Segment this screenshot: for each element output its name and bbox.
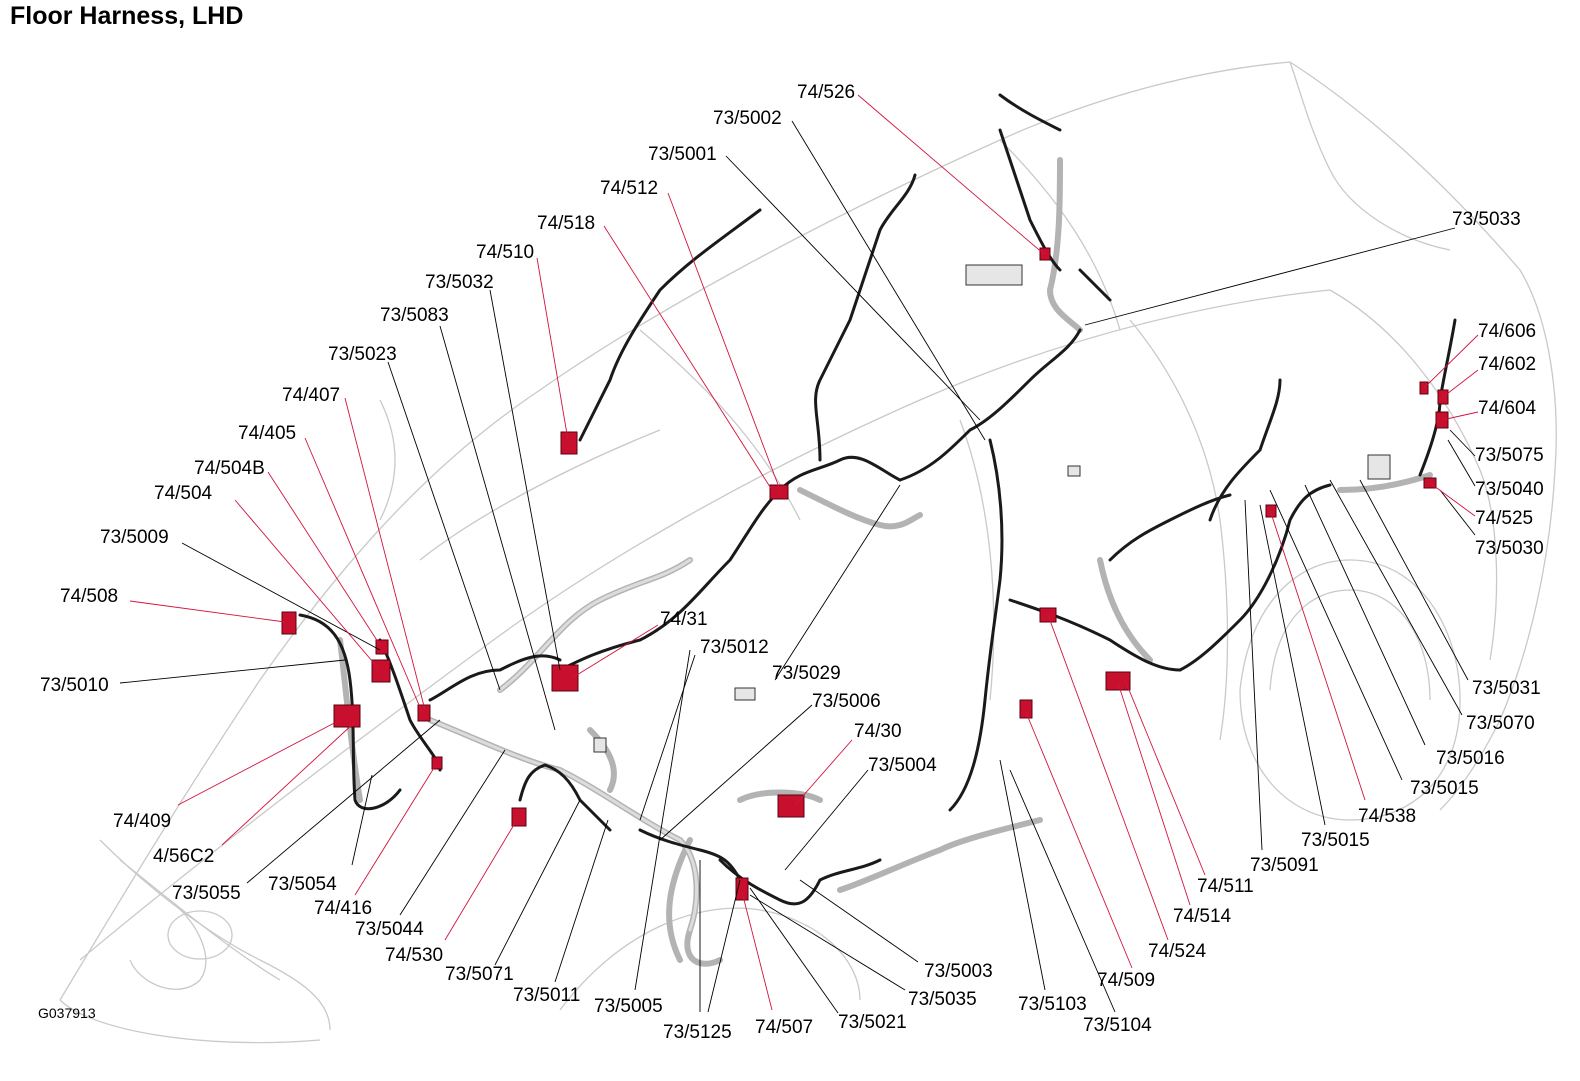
label-74-504b: 74/504B [194,458,265,479]
label-73-5030: 73/5030 [1475,538,1544,559]
label-74-538: 74/538 [1358,806,1416,827]
label-73-5015b: 73/5015 [1301,830,1370,851]
label-74-510: 74/510 [476,242,534,263]
label-73-5071: 73/5071 [445,964,514,985]
label-74-416: 74/416 [314,898,372,919]
leader-lines-red [129,94,1479,1011]
label-74-525: 74/525 [1475,508,1533,529]
label-73-5035: 73/5035 [908,989,977,1010]
connector-74-530 [511,807,527,827]
connector-74-524 [1105,671,1131,691]
harness-wires [298,93,1457,906]
connector-labels: 74/526 73/5002 73/5001 74/512 74/518 74/… [40,82,1544,1043]
label-74-507: 74/507 [755,1017,813,1038]
label-73-5091: 73/5091 [1250,855,1319,876]
connector-block-right [1367,454,1391,480]
label-74-604: 74/604 [1478,398,1537,419]
label-74-405: 74/405 [238,423,296,444]
figure-id: G037913 [38,1005,96,1021]
label-74-504: 74/504 [154,483,213,504]
label-4-56c2: 4/56C2 [153,846,214,867]
connector-74-508 [281,611,297,635]
label-73-5044: 73/5044 [355,919,424,940]
connector-74-409 [333,704,361,728]
label-74-602: 74/602 [1478,354,1536,375]
connector-74-526 [1039,247,1051,261]
label-73-5125: 73/5125 [663,1022,732,1043]
connectors [281,247,1449,901]
label-73-5011: 73/5011 [513,985,580,1006]
label-73-5040: 73/5040 [1475,479,1544,500]
label-74-508: 74/508 [60,586,118,607]
label-74-30: 74/30 [854,721,902,742]
connector-74-518 [769,484,789,500]
label-73-5103: 73/5103 [1018,994,1087,1015]
connector-74-509 [1019,699,1033,719]
connector-74-538 [1265,504,1277,518]
label-73-5012: 73/5012 [700,637,769,658]
label-74-530: 74/530 [385,945,443,966]
connector-74-31 [551,664,579,692]
label-74-509: 74/509 [1097,970,1155,991]
label-73-5004: 73/5004 [868,755,937,776]
label-74-511: 74/511 [1197,876,1254,897]
label-74-524: 74/524 [1148,941,1207,962]
label-74-606: 74/606 [1478,321,1536,342]
label-73-5029: 73/5029 [772,663,841,684]
label-73-5009: 73/5009 [100,527,169,548]
label-73-5055: 73/5055 [172,883,241,904]
label-74-514: 74/514 [1173,906,1232,927]
label-74-512: 74/512 [600,178,658,199]
label-73-5023: 73/5023 [328,344,397,365]
diagram-title: Floor Harness, LHD [10,2,244,30]
label-73-5005: 73/5005 [594,996,663,1017]
label-73-5104: 73/5104 [1083,1015,1152,1036]
label-73-5015: 73/5015 [1410,778,1479,799]
label-74-31: 74/31 [660,609,708,630]
label-74-409: 74/409 [113,811,171,832]
label-73-5002: 73/5002 [713,108,782,129]
connector-74-510 [560,431,578,455]
label-74-407: 74/407 [282,385,340,406]
label-73-5070: 73/5070 [1466,713,1535,734]
connector-generic [734,687,756,701]
label-73-5032: 73/5032 [425,272,494,293]
connector-74-504 [371,659,391,683]
label-74-526: 74/526 [797,82,855,103]
label-73-5033: 73/5033 [1452,209,1521,230]
label-73-5016: 73/5016 [1436,748,1505,769]
label-73-5003: 73/5003 [924,961,993,982]
leader-lines [119,120,1476,1014]
connector-74-30 [777,794,805,818]
label-73-5001: 73/5001 [648,144,717,165]
label-74-518: 74/518 [537,213,595,234]
car-outline [59,61,1557,1044]
label-73-5010: 73/5010 [40,675,109,696]
label-73-5054: 73/5054 [268,874,337,895]
label-73-5031: 73/5031 [1472,678,1541,699]
connector-generic [593,737,607,753]
connector-block [965,264,1023,286]
harness-sheath [337,157,1433,967]
label-73-5075: 73/5075 [1475,445,1544,466]
label-73-5083: 73/5083 [380,305,449,326]
label-73-5006: 73/5006 [812,691,881,712]
connector-generic [1067,465,1081,477]
label-73-5021: 73/5021 [838,1012,907,1033]
